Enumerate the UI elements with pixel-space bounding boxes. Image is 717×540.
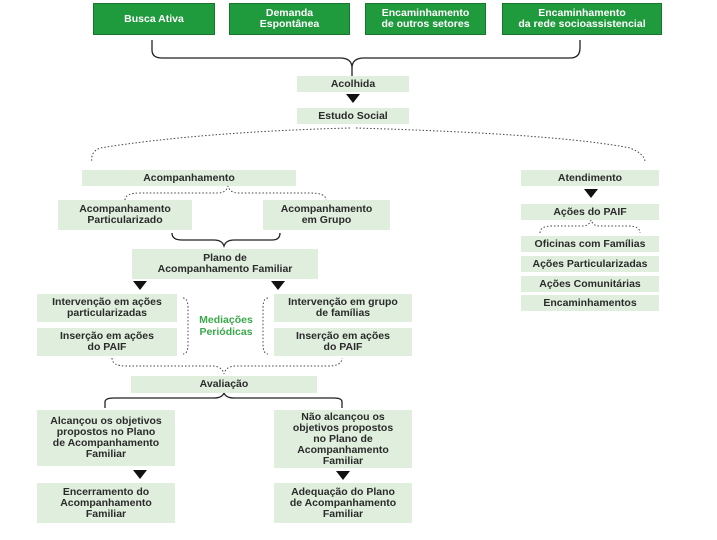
arrow-down-right-icon <box>271 281 285 290</box>
nao-alcancou-box: Não alcançou os objetivos propostos no P… <box>274 410 412 468</box>
dotted-split-right <box>355 127 646 163</box>
dotted-avaliacao <box>111 357 343 375</box>
arrow-down-icon <box>346 94 360 103</box>
arrow-down-left-icon <box>133 281 147 290</box>
oficinas-familias-box: Oficinas com Famílias <box>521 236 659 252</box>
acompanhamento-box: Acompanhamento <box>82 170 296 186</box>
dotted-acomp <box>124 184 327 201</box>
insercao-acoes-right-box: Inserção em ações do PAIF <box>274 328 412 356</box>
acoes-particularizadas-box: Ações Particularizadas <box>521 256 659 272</box>
intervencao-acoes-box: Intervenção em ações particularizadas <box>37 294 177 322</box>
plano-brace <box>171 232 281 249</box>
adequacao-box: Adequação do Plano de Acompanhamento Fam… <box>274 483 412 523</box>
encerramento-box: Encerramento do Acompanhamento Familiar <box>37 483 175 523</box>
acolhida-box: Acolhida <box>297 76 409 92</box>
alcancou-box: Alcançou os objetivos propostos no Plano… <box>37 410 175 466</box>
mediation-right-bracket <box>262 297 269 355</box>
estudo-social-box: Estudo Social <box>297 108 409 124</box>
plano-acompanhamento-box: Plano de Acompanhamento Familiar <box>132 249 318 279</box>
acoes-comunitarias-box: Ações Comunitárias <box>521 276 659 292</box>
acompanhamento-grupo-box: Acompanhamento em Grupo <box>263 200 390 230</box>
atendimento-box: Atendimento <box>521 170 659 186</box>
dotted-acoes-paif <box>539 218 641 234</box>
arrow-down-adequacao-icon <box>336 471 350 480</box>
avaliacao-box: Avaliação <box>131 376 317 393</box>
arrow-down-encerramento-icon <box>133 470 147 479</box>
intervencao-grupo-box: Intervenção em grupo de famílias <box>274 294 412 322</box>
dotted-split-left <box>91 127 351 163</box>
source-encaminhamento-rede: Encaminhamento da rede socioassistencial <box>502 3 662 35</box>
mediacoes-periodicas-label: Mediações Periódicas <box>199 314 253 338</box>
source-demanda-espontanea: Demanda Espontânea <box>229 3 350 35</box>
acoes-paif-box: Ações do PAIF <box>521 204 659 220</box>
acompanhamento-particularizado-box: Acompanhamento Particularizado <box>58 200 192 230</box>
insercao-acoes-left-box: Inserção em ações do PAIF <box>37 328 177 356</box>
sources-brace <box>151 40 581 69</box>
avaliacao-brace <box>104 391 343 408</box>
arrow-down-atendimento-icon <box>584 189 598 198</box>
mediation-left-bracket <box>182 297 189 355</box>
encaminhamentos-box: Encaminhamentos <box>521 295 659 311</box>
source-busca-ativa: Busca Ativa <box>93 3 215 35</box>
source-encaminhamento-setores: Encaminhamento de outros setores <box>365 3 486 35</box>
